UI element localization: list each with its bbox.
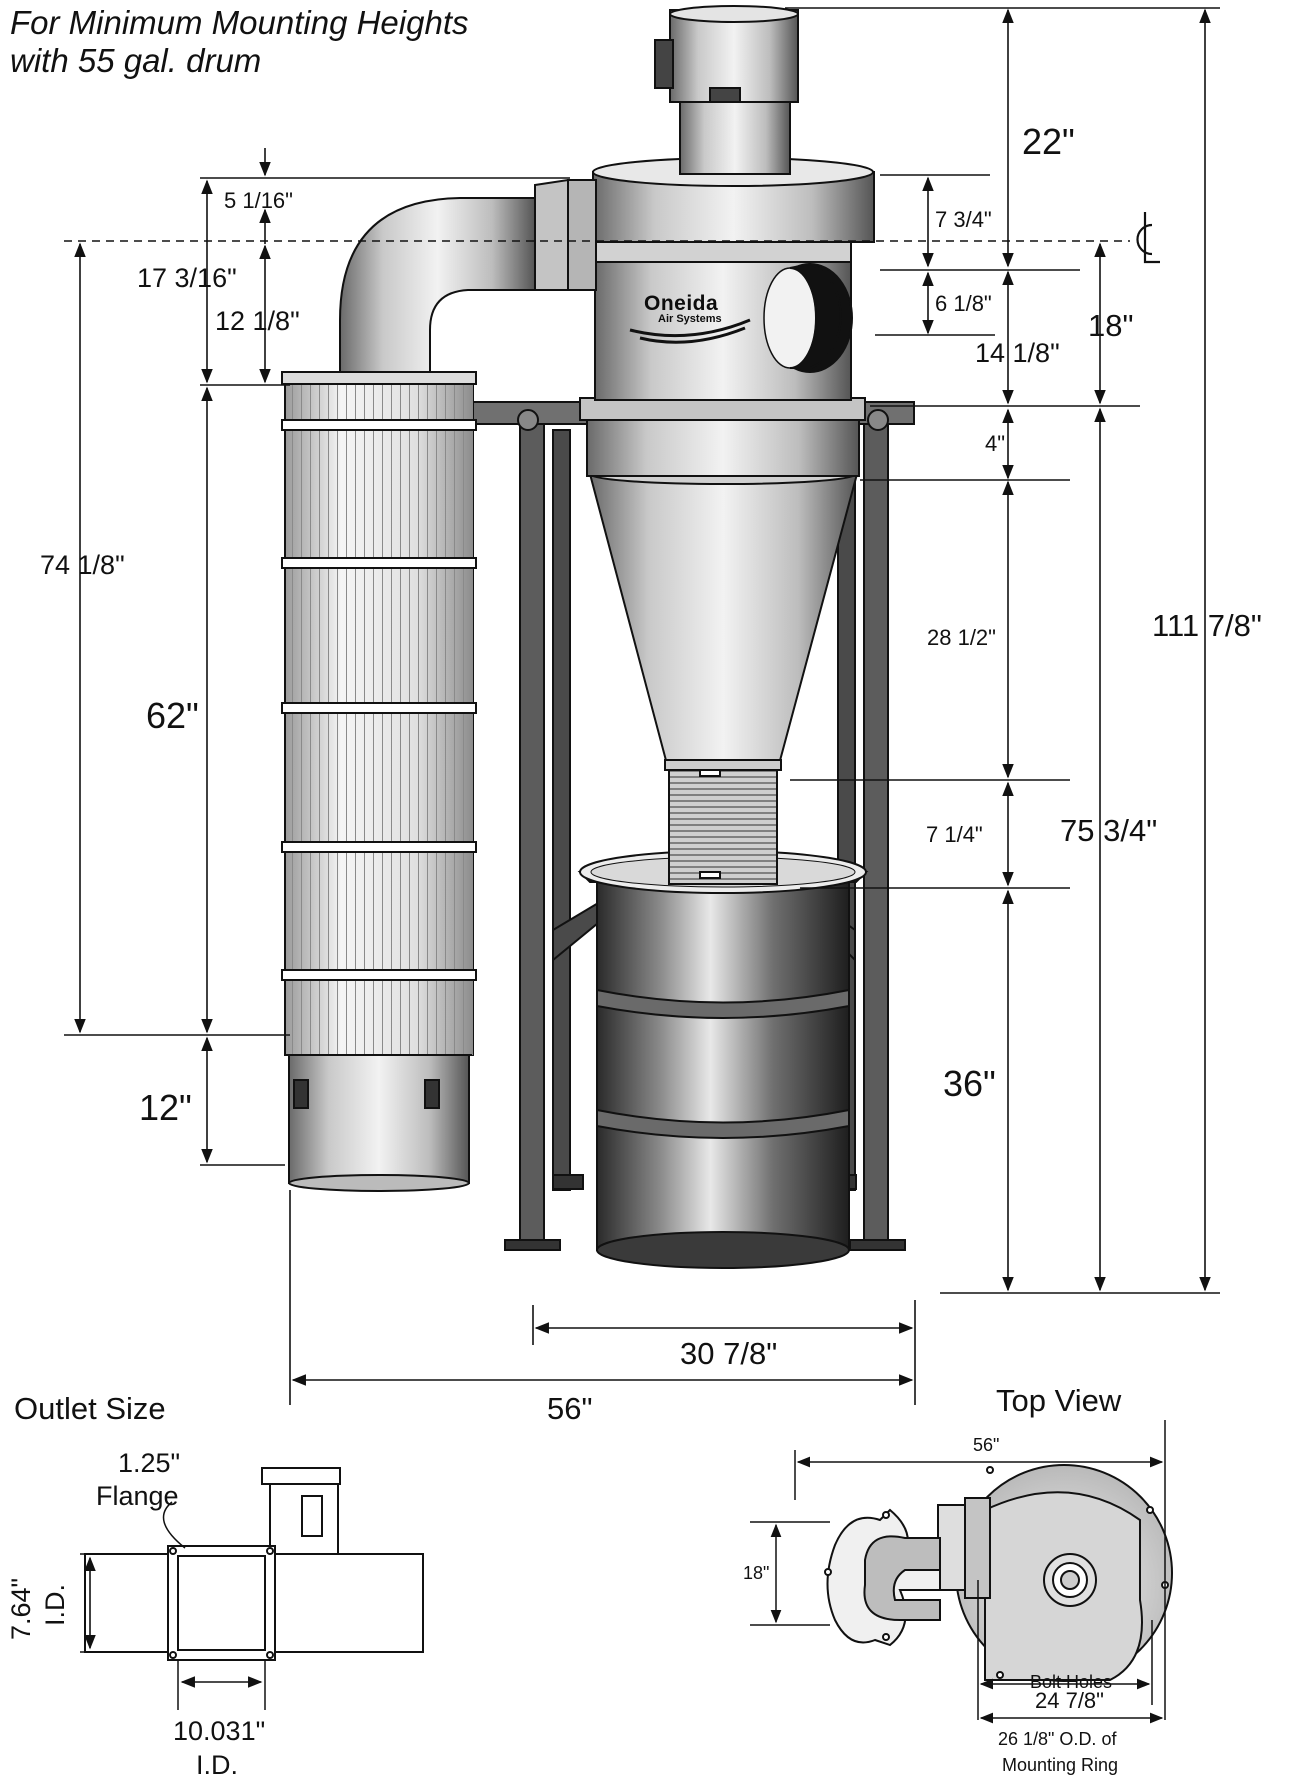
top-view-title: Top View bbox=[996, 1383, 1122, 1418]
swirl-logo-icon bbox=[629, 318, 751, 344]
outlet-height-value: 7.64" bbox=[6, 1577, 36, 1640]
top-view-width: 56" bbox=[973, 1435, 1000, 1455]
dimension-lines bbox=[64, 7, 1220, 1405]
outlet-title: Outlet Size bbox=[14, 1391, 166, 1426]
dim-stand-width: 30 7/8" bbox=[680, 1336, 778, 1371]
dim-flex-hose: 7 1/4" bbox=[926, 822, 983, 847]
dim-inlet-height: 6 1/8" bbox=[935, 291, 992, 316]
dim-overall-width: 56" bbox=[547, 1391, 593, 1426]
centerline bbox=[64, 212, 1160, 264]
inlet-elbow bbox=[339, 178, 597, 373]
dim-filter-height: 62" bbox=[146, 695, 199, 736]
dim-drum-height: 36" bbox=[943, 1063, 996, 1104]
outlet-flange-label: Flange bbox=[96, 1481, 179, 1511]
cyclone-cone bbox=[588, 463, 859, 771]
dim-inlet-to-filter: 12 1/8" bbox=[215, 306, 300, 336]
outlet-height-label: I.D. bbox=[40, 1583, 70, 1626]
top-view-bolt-holes-label: Bolt Holes bbox=[1030, 1672, 1113, 1692]
dim-filter-bin: 12" bbox=[139, 1087, 192, 1128]
centerline-symbol-icon bbox=[1136, 212, 1160, 264]
dim-stand-to-floor: 75 3/4" bbox=[1060, 813, 1158, 848]
top-view-depth: 18" bbox=[743, 1563, 770, 1583]
dim-overall-height: 111 7/8" bbox=[1152, 608, 1262, 643]
oneida-logo: Oneida Air Systems bbox=[640, 292, 750, 332]
header-line-1: For Minimum Mounting Heights bbox=[10, 4, 469, 41]
dim-filter-overall: 74 1/8" bbox=[40, 550, 125, 580]
top-view-ring-value: 26 1/8" O.D. of bbox=[998, 1729, 1117, 1749]
dim-motor-height: 22" bbox=[1022, 121, 1075, 162]
outlet-width-label: I.D. bbox=[196, 1750, 239, 1780]
dim-filter-to-centerline: 17 3/16" bbox=[137, 263, 237, 293]
top-view-dimension-lines bbox=[750, 1420, 1166, 1724]
outlet-width-value: 10.031" bbox=[173, 1716, 266, 1746]
outlet-flange-value: 1.25" bbox=[118, 1448, 181, 1478]
logo-name: Oneida bbox=[644, 292, 719, 315]
dim-centerline-to-stand: 18" bbox=[1088, 308, 1134, 343]
top-view bbox=[824, 1464, 1173, 1682]
top-view-bolt-holes-value: 24 7/8" bbox=[1035, 1688, 1104, 1713]
dim-cone-height: 28 1/2" bbox=[927, 625, 996, 650]
dim-lower-cylinder: 14 1/8" bbox=[975, 338, 1060, 368]
dim-upper-cylinder: 7 3/4" bbox=[935, 207, 992, 232]
cartridge-filter bbox=[281, 371, 477, 1192]
outlet-detail bbox=[80, 1467, 424, 1710]
dim-inlet-top-offset: 5 1/16" bbox=[224, 188, 293, 213]
drum-55-gal bbox=[577, 850, 869, 1269]
dim-ring-height: 4" bbox=[985, 431, 1006, 456]
cyclone-body bbox=[517, 157, 889, 477]
logo-sub: Air Systems bbox=[658, 313, 722, 325]
top-view-ring-label: Mounting Ring bbox=[1002, 1755, 1119, 1775]
header-line-2: with 55 gal. drum bbox=[10, 42, 262, 79]
blower-motor bbox=[654, 5, 799, 175]
flex-hose bbox=[668, 765, 778, 885]
